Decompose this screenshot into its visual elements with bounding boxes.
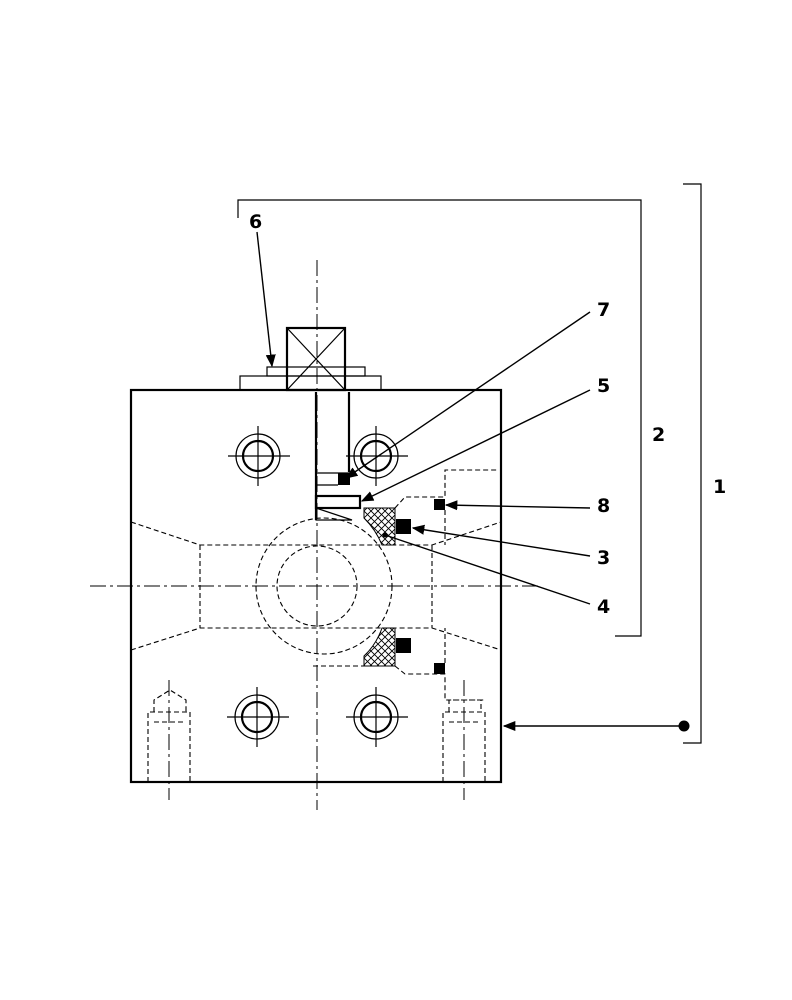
oring-upper [396, 519, 411, 534]
seat-retainer-upper [394, 469, 497, 545]
leader-6 [256, 231, 276, 368]
bolt-hole-bottom-right [346, 687, 408, 747]
bolt-hole-top-right [346, 426, 408, 486]
ball-outer [255, 517, 393, 655]
cap-plate [239, 375, 382, 391]
stem-collar [314, 494, 362, 510]
stem-head [285, 326, 347, 392]
seat-upper [363, 507, 396, 546]
leader-7 [344, 311, 591, 479]
oring-lower [396, 638, 411, 653]
stem-seal-small [338, 473, 350, 485]
callout-3: 3 [597, 547, 610, 569]
leader-1-dot [678, 720, 690, 732]
callout-2: 2 [652, 424, 665, 446]
leader-4-dot [382, 532, 388, 538]
ball-bore [276, 545, 358, 627]
callout-6: 6 [249, 211, 262, 233]
bracket-2 [237, 199, 642, 637]
bolt-hole-bottom-left [227, 687, 289, 747]
leader-5 [360, 389, 591, 502]
bracket-1 [683, 183, 702, 744]
port-passage [130, 521, 502, 651]
seat-retainer-lower [394, 628, 485, 701]
leader-3 [411, 524, 591, 557]
leader-8 [444, 500, 591, 511]
bolt-hole-top-left [228, 426, 290, 486]
tapped-hole-left [147, 680, 191, 800]
seal-8-upper [434, 499, 445, 510]
stem-taper [315, 507, 353, 521]
stem-head-cross [286, 327, 346, 391]
seal-8-lower [434, 663, 445, 674]
callout-4: 4 [597, 596, 610, 618]
seat-lower [363, 627, 396, 667]
callout-1: 1 [713, 476, 726, 498]
callout-8: 8 [597, 495, 610, 517]
callout-7: 7 [597, 299, 610, 321]
leader-4 [384, 534, 591, 605]
callout-5: 5 [597, 375, 610, 397]
stem-lower [316, 472, 349, 486]
tapped-hole-right [442, 680, 486, 800]
cap-washer [266, 366, 366, 377]
stem [314, 392, 351, 520]
